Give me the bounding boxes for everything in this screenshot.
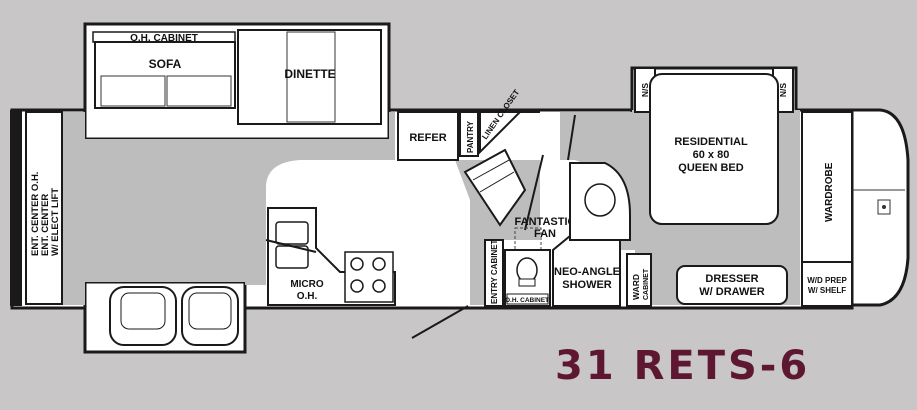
- burner-2: [372, 257, 386, 271]
- sofa-cushion-right: [166, 75, 232, 107]
- shower-label-1: NEO-ANGLE: [554, 266, 620, 278]
- oh-cabinet-label: O.H. CABINET: [130, 33, 198, 44]
- fan-label-1: FANTASTIC: [515, 216, 576, 228]
- sink: [584, 183, 616, 217]
- micro-label-1: MICRO: [290, 279, 324, 290]
- pantry: [459, 111, 479, 157]
- model-name: 31 RETS-6: [555, 343, 811, 389]
- oh-cabinet-bath-label: O.H. CABINET: [505, 297, 549, 304]
- ward-cabinet-label-1: WARD: [631, 274, 641, 300]
- stairs: [463, 148, 527, 227]
- front-cap-outlet-dot: [882, 205, 886, 209]
- bed-label-3: QUEEN BED: [678, 162, 743, 174]
- ent-center-label-1: ENT. CENTER O.H.: [30, 172, 41, 256]
- sofa-cushion-left: [100, 75, 166, 107]
- sink-left: [275, 221, 309, 245]
- bed-label-1: RESIDENTIAL: [674, 136, 748, 148]
- hall-wall: [524, 154, 544, 231]
- burner-3: [350, 279, 364, 293]
- dresser-label-2: W/ DRAWER: [699, 286, 764, 298]
- refer: [397, 111, 459, 161]
- pantry-label: PANTRY: [466, 120, 475, 153]
- refer-label: REFER: [409, 132, 446, 144]
- ent-center-label-3: W/ ELECT LIFT: [50, 188, 61, 256]
- dresser-label-1: DRESSER: [705, 273, 758, 285]
- fan-label-2: FAN: [534, 228, 556, 240]
- ward-cabinet: [626, 253, 652, 307]
- stair-line-2: [479, 171, 515, 193]
- dinette-label: DINETTE: [284, 67, 335, 81]
- wd-prep-label-1: W/D PREP: [807, 276, 847, 285]
- bed-label-2: 60 x 80: [693, 149, 730, 161]
- toilet-tank: [518, 278, 536, 287]
- recliner-left-seat: [120, 292, 166, 330]
- wd-prep: [801, 261, 853, 307]
- sofa-label: SOFA: [149, 57, 182, 71]
- bedroom-door: [567, 114, 576, 161]
- living-floor: [60, 112, 395, 305]
- wd-prep-label-2: W/ SHELF: [808, 286, 846, 295]
- dinette-table: [286, 31, 336, 123]
- entry-cabinet: [484, 239, 504, 307]
- ent-center-label-2: ENT. CENTER: [40, 194, 51, 256]
- burner-1: [350, 257, 364, 271]
- recliner-right-seat: [188, 292, 232, 330]
- ns-right-label: N/S: [778, 83, 788, 98]
- burner-4: [372, 279, 386, 293]
- dresser: [676, 265, 788, 305]
- toilet: [516, 257, 538, 283]
- shower-label-2: SHOWER: [562, 279, 612, 291]
- linen-closet: [479, 111, 523, 155]
- ent-center-cabinet: [25, 111, 63, 305]
- wardrobe: [801, 111, 853, 263]
- wardrobe-label: WARDROBE: [824, 162, 835, 222]
- ns-left-label: N/S: [640, 83, 650, 98]
- entry-door: [411, 305, 469, 339]
- stair-line-1: [472, 159, 510, 181]
- ward-cabinet-label-2: CABINET: [643, 268, 650, 300]
- queen-bed: [649, 73, 779, 225]
- rear-wall: [10, 110, 22, 306]
- oh-cabinet-bath: [506, 293, 549, 305]
- micro-label-2: O.H.: [297, 291, 318, 302]
- counter-line: [265, 239, 317, 253]
- entry-cabinet-label: ENTRY CABINET: [490, 239, 499, 304]
